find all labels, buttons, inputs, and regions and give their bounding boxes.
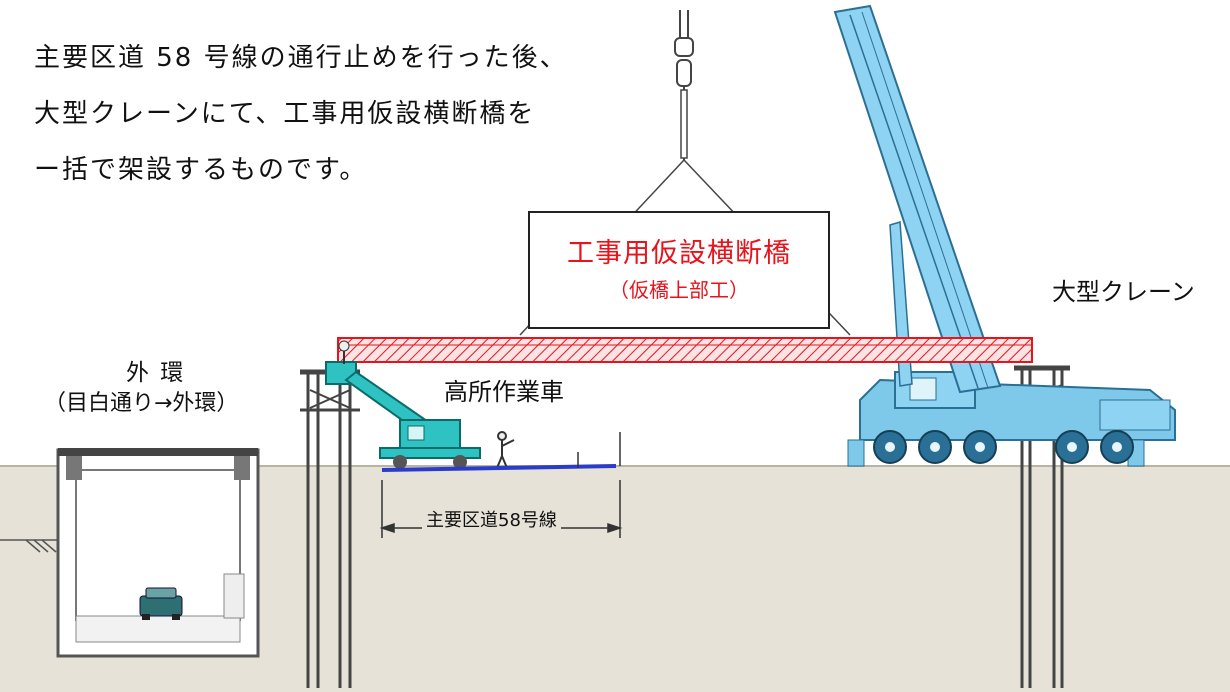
outer-ring-sublabel: （目白通り→外環） xyxy=(44,391,239,416)
worker-icon xyxy=(496,431,515,469)
aerial-vehicle-label: 高所作業車 xyxy=(444,378,564,406)
bridge-sign: 工事用仮設横断橋 （仮橋上部工） xyxy=(528,211,830,329)
description-text: 主要区道 58 号線の通行止めを行った後、 大型クレーンにて、工事用仮設横断橋を… xyxy=(34,30,568,198)
road-surface xyxy=(381,432,621,472)
temporary-bridge-girder xyxy=(337,337,1033,363)
aerial-work-vehicle xyxy=(325,340,481,469)
large-crane xyxy=(833,4,1176,467)
bridge-sign-title: 工事用仮設横断橋 xyxy=(567,238,791,269)
description-line-1: 主要区道 58 号線の通行止めを行った後、 xyxy=(34,43,568,73)
bridge-sign-subtitle: （仮橋上部工） xyxy=(609,278,749,302)
crane-label: 大型クレーン xyxy=(1052,278,1195,306)
road-label: 主要区道58号線 xyxy=(422,506,561,532)
outer-ring-label: 外 環 xyxy=(126,360,186,386)
description-line-3: ー括で架設するものです。 xyxy=(34,155,368,185)
underpass-box xyxy=(56,448,260,658)
car-icon xyxy=(139,587,183,620)
description-line-2: 大型クレーンにて、工事用仮設横断橋を xyxy=(34,99,536,129)
